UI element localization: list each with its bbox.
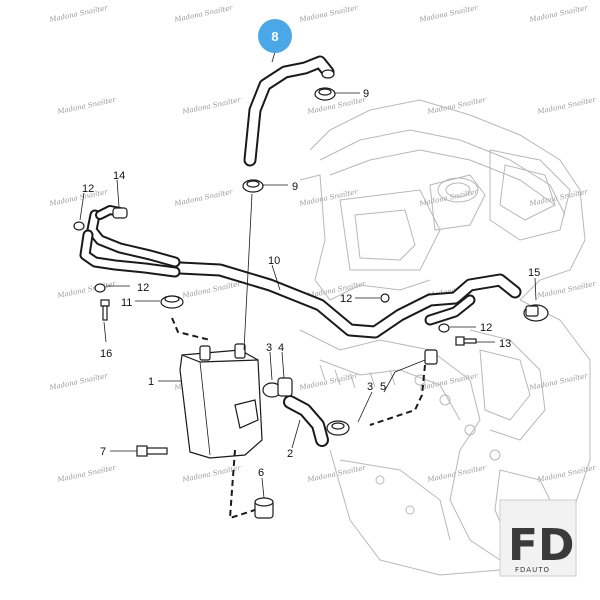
assembly-lines: [171, 193, 426, 520]
leader-lines: [79, 51, 537, 499]
brand-logo: FD FDAUTO: [499, 499, 577, 577]
watermark-text: Madona Snailter: [181, 280, 242, 300]
clamp-14: [112, 207, 128, 219]
clamp-9-upper: [314, 87, 336, 101]
label-9: 9: [292, 181, 298, 193]
logo-subtitle: FDAUTO: [515, 566, 550, 574]
hose-2: [283, 395, 329, 447]
watermark-text: Madona Snailter: [536, 96, 597, 116]
bolt-16: [100, 299, 110, 321]
watermark-text: Madona Snailter: [181, 96, 242, 116]
hose-8: [243, 55, 335, 167]
watermark-text: Madona Snailter: [173, 188, 234, 208]
clamp-9-lower: [242, 179, 264, 193]
pipe-connection-5: [394, 349, 438, 373]
label-8: 8: [271, 29, 278, 44]
label-12: 12: [340, 293, 352, 305]
label-7: 7: [100, 446, 106, 458]
label-14: 14: [113, 170, 125, 182]
label-3: 3: [367, 381, 373, 393]
fitting-15: [523, 304, 549, 322]
watermark-text: Madona Snailter: [48, 188, 109, 208]
washer-12-c: [380, 293, 390, 303]
washer-12-a: [73, 221, 85, 231]
watermark-text: Madona Snailter: [56, 96, 117, 116]
watermark-text: Madona Snailter: [306, 96, 367, 116]
watermark-text: Madona Snailter: [528, 372, 589, 392]
watermark-text: Madona Snailter: [528, 4, 589, 24]
label-6: 6: [258, 467, 264, 479]
watermark-text: Madona Snailter: [48, 4, 109, 24]
bolt-7: [136, 445, 168, 457]
label-16: 16: [100, 348, 112, 360]
watermark-text: Madona Snailter: [56, 464, 117, 484]
watermark-text: Madona Snailter: [298, 188, 359, 208]
watermark-text: Madona Snailter: [418, 4, 479, 24]
pipe-connection-4: [277, 377, 293, 397]
label-15: 15: [528, 267, 540, 279]
label-5: 5: [380, 381, 386, 393]
oil-cooler-1: [179, 343, 263, 459]
label-3: 3: [266, 342, 272, 354]
bushing-6: [254, 497, 274, 519]
watermark-text: Madona Snailter: [418, 372, 479, 392]
watermark-text: Madona Snailter: [536, 280, 597, 300]
highlight-badge-8[interactable]: 8: [258, 19, 292, 53]
label-9: 9: [363, 88, 369, 100]
watermark-text: Madona Snailter: [173, 4, 234, 24]
watermark-text: Madona Snailter: [48, 372, 109, 392]
clamp-11: [160, 295, 184, 309]
label-12: 12: [82, 183, 94, 195]
label-13: 13: [499, 338, 511, 350]
label-11: 11: [121, 297, 132, 309]
watermark-text: Madona Snailter: [426, 96, 487, 116]
label-12: 12: [137, 282, 149, 294]
bolt-13: [455, 336, 477, 346]
washer-12-b: [94, 283, 106, 293]
label-12: 12: [480, 322, 492, 334]
hose-left-assembly: [79, 205, 181, 278]
watermark-text: Madona Snailter: [298, 372, 359, 392]
clamp-3-lower: [326, 420, 350, 436]
logo-letters: FD: [508, 520, 575, 571]
label-4: 4: [278, 342, 284, 354]
label-1: 1: [148, 376, 154, 388]
label-2: 2: [287, 448, 293, 460]
watermark-text: Madona Snailter: [298, 4, 359, 24]
washer-12-d: [438, 323, 450, 333]
pipe-10: [173, 261, 522, 339]
watermark-text: Madona Snailter: [56, 280, 117, 300]
callout-labels: 12 14 12 11 16 10 9 9 12 12 13 15 1 7 2 …: [82, 88, 540, 479]
label-10: 10: [268, 255, 280, 267]
